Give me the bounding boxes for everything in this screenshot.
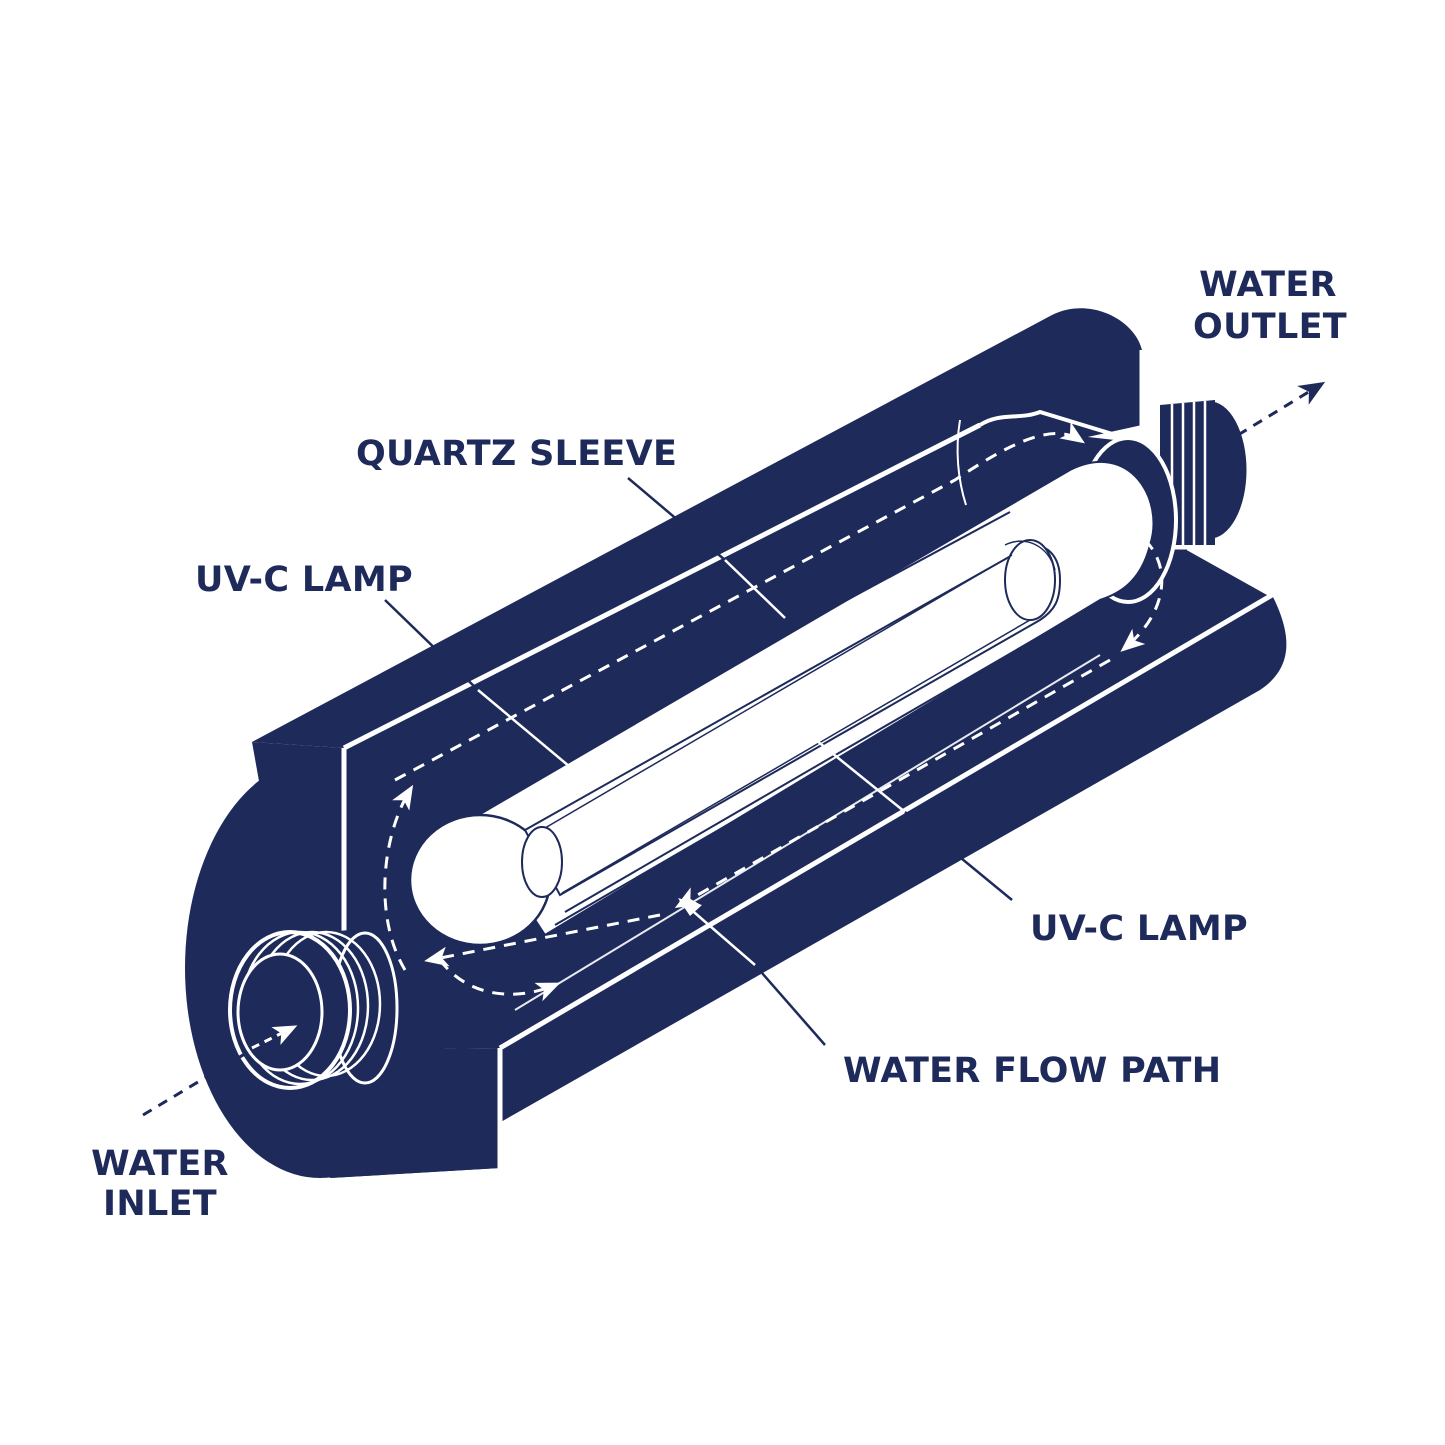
inlet-flow-arrow — [142, 1050, 249, 1117]
inlet-fitting — [228, 930, 399, 1090]
internal-flow-arrows — [383, 421, 1164, 1002]
water-flow-path-pointer — [678, 898, 702, 916]
flow-arrow-right-down — [1120, 538, 1164, 652]
leader-uv-c-lamp-right-outer — [904, 811, 1013, 901]
label-water-flow-path: WATER FLOW PATH — [843, 1051, 1221, 1091]
leader-quartz-sleeve-outer — [627, 477, 726, 561]
label-quartz-sleeve: QUARTZ SLEEVE — [356, 434, 677, 474]
flow-arrow-inlet-inner — [251, 1025, 298, 1050]
label-uv-c-lamp-top: UV-C LAMP — [195, 560, 413, 600]
leader-lines — [384, 477, 1013, 1046]
label-water-outlet-line1: WATER — [1199, 265, 1337, 305]
label-water-inlet-line2: INLET — [103, 1184, 217, 1224]
label-uv-c-lamp-right: UV-C LAMP — [1030, 909, 1248, 949]
flow-arrow-top — [394, 421, 1085, 782]
flow-arrow-bottom-return — [424, 913, 661, 967]
outlet-flow-arrow — [1237, 381, 1326, 437]
flow-arrow-bottom-left — [438, 959, 561, 1002]
label-water-outlet-line2: OUTLET — [1193, 307, 1347, 347]
label-water-inlet-line1: WATER — [91, 1144, 229, 1184]
leader-water-flow-path-outer — [754, 964, 826, 1046]
flow-arrow-left-up — [383, 784, 414, 971]
leader-uv-c-lamp-top-outer — [384, 599, 479, 691]
